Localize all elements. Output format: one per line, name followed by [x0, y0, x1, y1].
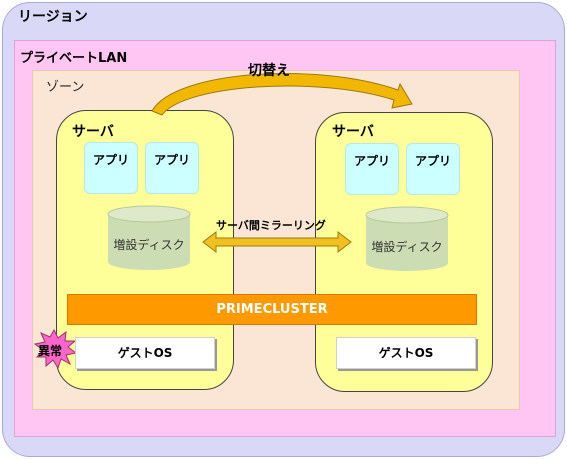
server-2-app-1: アプリ — [345, 143, 399, 195]
server-1-label: サーバ — [72, 124, 114, 140]
server-1-guest-os: ゲストOS — [75, 337, 215, 369]
server-2-disk-icon — [365, 206, 449, 271]
server-2-guest-os: ゲストOS — [336, 337, 476, 369]
server-1-app-1: アプリ — [84, 142, 138, 194]
server-1-app-2: アプリ — [145, 142, 199, 194]
server-2-app-2: アプリ — [406, 143, 460, 195]
primecluster-bar: PRIMECLUSTER — [67, 294, 477, 325]
switchover-arrow-icon — [151, 73, 413, 116]
switchover-label: 切替え — [248, 63, 290, 79]
region-label: リージョン — [18, 9, 88, 25]
fault-label: 異常 — [38, 344, 63, 358]
server-2-label: サーバ — [332, 124, 374, 140]
mirroring-arrow-icon — [202, 230, 352, 254]
mirroring-label: サーバ間ミラーリング — [216, 219, 326, 232]
private-lan-label: プライベートLAN — [20, 51, 128, 66]
fault-burst-icon — [33, 328, 78, 370]
zone-label: ゾーン — [46, 80, 85, 95]
server-1-disk-label: 増設ディスク — [113, 238, 185, 252]
server-1-disk-icon — [107, 205, 191, 270]
server-2-disk-label: 増設ディスク — [371, 240, 443, 254]
